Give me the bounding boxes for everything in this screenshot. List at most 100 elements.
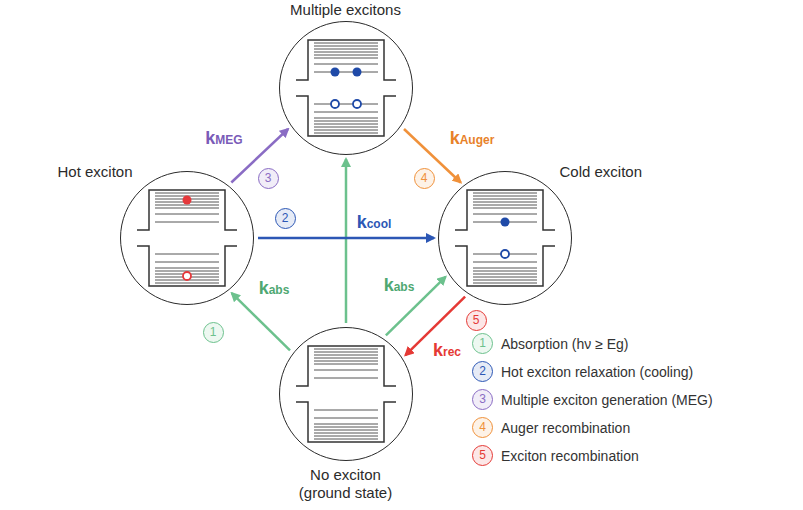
legend-number: 2 [479,364,486,378]
state-heading: No exciton (ground state) [290,466,402,502]
rate-constant: kMEG [203,128,244,150]
rate-constant: krec [431,340,463,362]
state-heading: Cold exciton [560,163,643,181]
energy-level [314,112,378,113]
energy-level [155,254,219,255]
conduction-well [137,190,237,230]
legend-number: 5 [479,448,486,462]
energy-level [473,277,537,278]
valence-well [296,96,396,136]
legend-number: 3 [479,392,486,406]
callout-number: 2 [275,208,296,229]
rate-constant: kAuger [448,128,497,150]
electron-dot [501,218,510,227]
energy-level [314,418,378,419]
valence-well [296,402,396,442]
legend-text: Auger recombination [501,420,630,436]
hole-dot [353,100,361,108]
energy-level [314,439,378,440]
callout-number: 1 [203,322,224,343]
energy-level [314,424,378,425]
energy-level [314,355,378,356]
rate-arrow [258,237,434,240]
rate-arrow [345,159,348,323]
rate-constant: kabs [382,275,417,297]
energy-level [314,130,378,131]
energy-level [473,205,537,206]
legend-number: 1 [479,336,486,350]
energy-level [314,133,378,134]
conduction-well [455,190,555,230]
energy-level [314,58,378,59]
energy-level [314,72,378,73]
energy-level [314,104,378,105]
energy-level [314,46,378,47]
state-heading: Multiple excitons [290,1,401,19]
energy-level [314,52,378,53]
energy-level [314,121,378,122]
legend-swatch: 3 [472,389,493,410]
state-circle: No exciton (ground state) [279,327,413,461]
callout-number: 5 [466,310,487,331]
callout-number: 4 [414,168,435,189]
state-heading: Hot exciton [57,163,132,181]
energy-level [473,262,537,263]
conduction-well [296,346,396,386]
legend-swatch: 1 [472,333,493,354]
energy-level [314,43,378,44]
state-circle: Hot exciton [120,171,254,305]
electron-dot [353,68,362,77]
valence-well [137,246,237,286]
legend-row: 2 Hot exciton relaxation (cooling) [472,361,693,385]
energy-level [155,262,219,263]
legend-number: 4 [479,420,486,434]
energy-level [314,127,378,128]
legend-swatch: 4 [472,417,493,438]
hole-dot [183,272,191,280]
energy-level [314,358,378,359]
energy-level [314,433,378,434]
rate-constant: kcool [355,212,394,234]
energy-level [473,283,537,284]
legend-row: 4 Auger recombination [472,417,630,441]
conduction-well [296,40,396,80]
energy-level [314,361,378,362]
energy-level [473,202,537,203]
energy-level [473,214,537,215]
energy-level [473,199,537,200]
energy-level [155,268,219,269]
legend-text: Absorption (hν ≥ Eg) [501,336,629,352]
callout-number: 3 [258,168,279,189]
legend-text: Hot exciton relaxation (cooling) [501,364,693,380]
energy-level [314,49,378,50]
energy-level [314,430,378,431]
energy-level [314,55,378,56]
hole-dot [331,100,339,108]
legend-row: 5 Exciton recombination [472,445,639,469]
energy-level [314,118,378,119]
energy-level [473,193,537,194]
hole-dot [501,250,509,258]
energy-level [314,364,378,365]
legend-swatch: 5 [472,445,493,466]
energy-level [473,274,537,275]
state-circle: Multiple excitons [279,21,413,155]
energy-level [314,410,378,411]
legend-text: Exciton recombination [501,448,639,464]
state-circle: Cold exciton [438,171,572,305]
energy-level [155,283,219,284]
energy-level [473,208,537,209]
energy-level [473,280,537,281]
energy-level [314,370,378,371]
energy-level [314,352,378,353]
energy-level [155,193,219,194]
legend-row: 3 Multiple exciton generation (MEG) [472,389,713,413]
legend-row: 1 Absorption (hν ≥ Eg) [472,333,629,357]
energy-level [314,427,378,428]
energy-level [314,378,378,379]
legend-text: Multiple exciton generation (MEG) [501,392,713,408]
energy-level [314,436,378,437]
valence-well [455,246,555,286]
